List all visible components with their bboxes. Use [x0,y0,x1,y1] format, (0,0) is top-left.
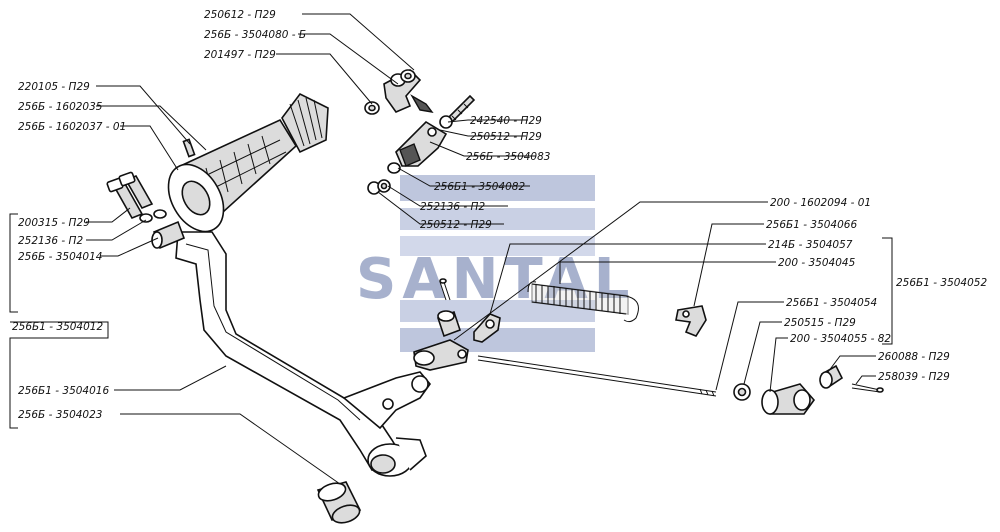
label-256b-1602037-01: 256Б - 1602037 - 01 [18,121,126,133]
label-200315-p29: 200315 - П29 [18,217,90,229]
pin-left [436,310,462,338]
label-256b-3504080-b: 256Б - 3504080 - Б [204,29,306,41]
spring-200-3504045 [527,281,639,323]
label-256b1-3504066: 256Б1 - 3504066 [766,219,857,231]
label-256b-3504014: 256Б - 3504014 [18,251,102,263]
cotter-pin-258039 [851,383,884,393]
label-258039-p29: 258039 - П29 [878,371,950,383]
fork-256b-3504083 [395,120,448,167]
label-256b1-3504012: 256Б1 - 3504012 [12,321,103,333]
washers-252136-left [139,209,167,223]
nut-201497 [364,101,380,115]
label-256b-3504083: 256Б - 3504083 [466,151,550,163]
cotter-pin-left [439,278,451,301]
bushing-256b-3504023 [316,481,362,524]
nut-250515 [733,383,751,401]
label-256b-1602035: 256Б - 1602035 [18,101,103,113]
watermark-band-3 [400,236,595,256]
label-256b1-3504054: 256Б1 - 3504054 [786,297,877,309]
bracket-256b1-3504066 [675,305,707,337]
label-200-3504055-82: 200 - 3504055 - 82 [790,333,891,345]
label-200-3504045: 200 - 3504045 [778,257,856,269]
label-256b1-3504052: 256Б1 - 3504052 [896,277,987,289]
clevis-200-1602094 [413,339,469,371]
label-200-1602094-01: 200 - 1602094 - 01 [770,197,871,209]
pedal-pad-boot [167,92,329,233]
pin-220105 [182,138,196,158]
washers-250612 [390,69,416,87]
pedal-lever [175,231,432,477]
label-250612-p29: 250612 - П29 [204,9,276,21]
nut-256b1-3504082 [387,162,401,174]
label-250515-p29: 250515 - П29 [784,317,856,329]
pin-260088 [819,364,844,389]
label-201497-p29: 201497 - П29 [204,49,276,61]
clevis-200-3504055 [761,383,816,415]
watermark-band-1 [400,175,595,201]
label-256b-3504023: 256Б - 3504023 [18,409,102,421]
part-labels: 250612 - П29 256Б - 3504080 - Б 201497 -… [10,9,987,421]
washers-left-stack [367,179,391,195]
label-252136-p2-b: 252136 - П2 [18,235,83,247]
label-242540-p29: 242540 - П29 [470,115,542,127]
label-260088-p29: 260088 - П29 [878,351,950,363]
label-250512-p29-a: 250512 - П29 [470,131,542,143]
label-252136-p2-a: 252136 - П2 [420,201,485,213]
label-250512-p29-b: 250512 - П29 [420,219,492,231]
label-214b-3504057: 214Б - 3504057 [768,239,853,251]
label-256b1-3504016: 256Б1 - 3504016 [18,385,109,397]
label-220105-p29: 220105 - П29 [18,81,90,93]
label-256b1-3504082: 256Б1 - 3504082 [434,181,525,193]
bolts-200315 [106,171,154,220]
sleeve-256b-3504014 [151,220,186,250]
pull-rod-256b1-3504054 [477,355,717,397]
label-frame-3504012 [10,321,109,339]
